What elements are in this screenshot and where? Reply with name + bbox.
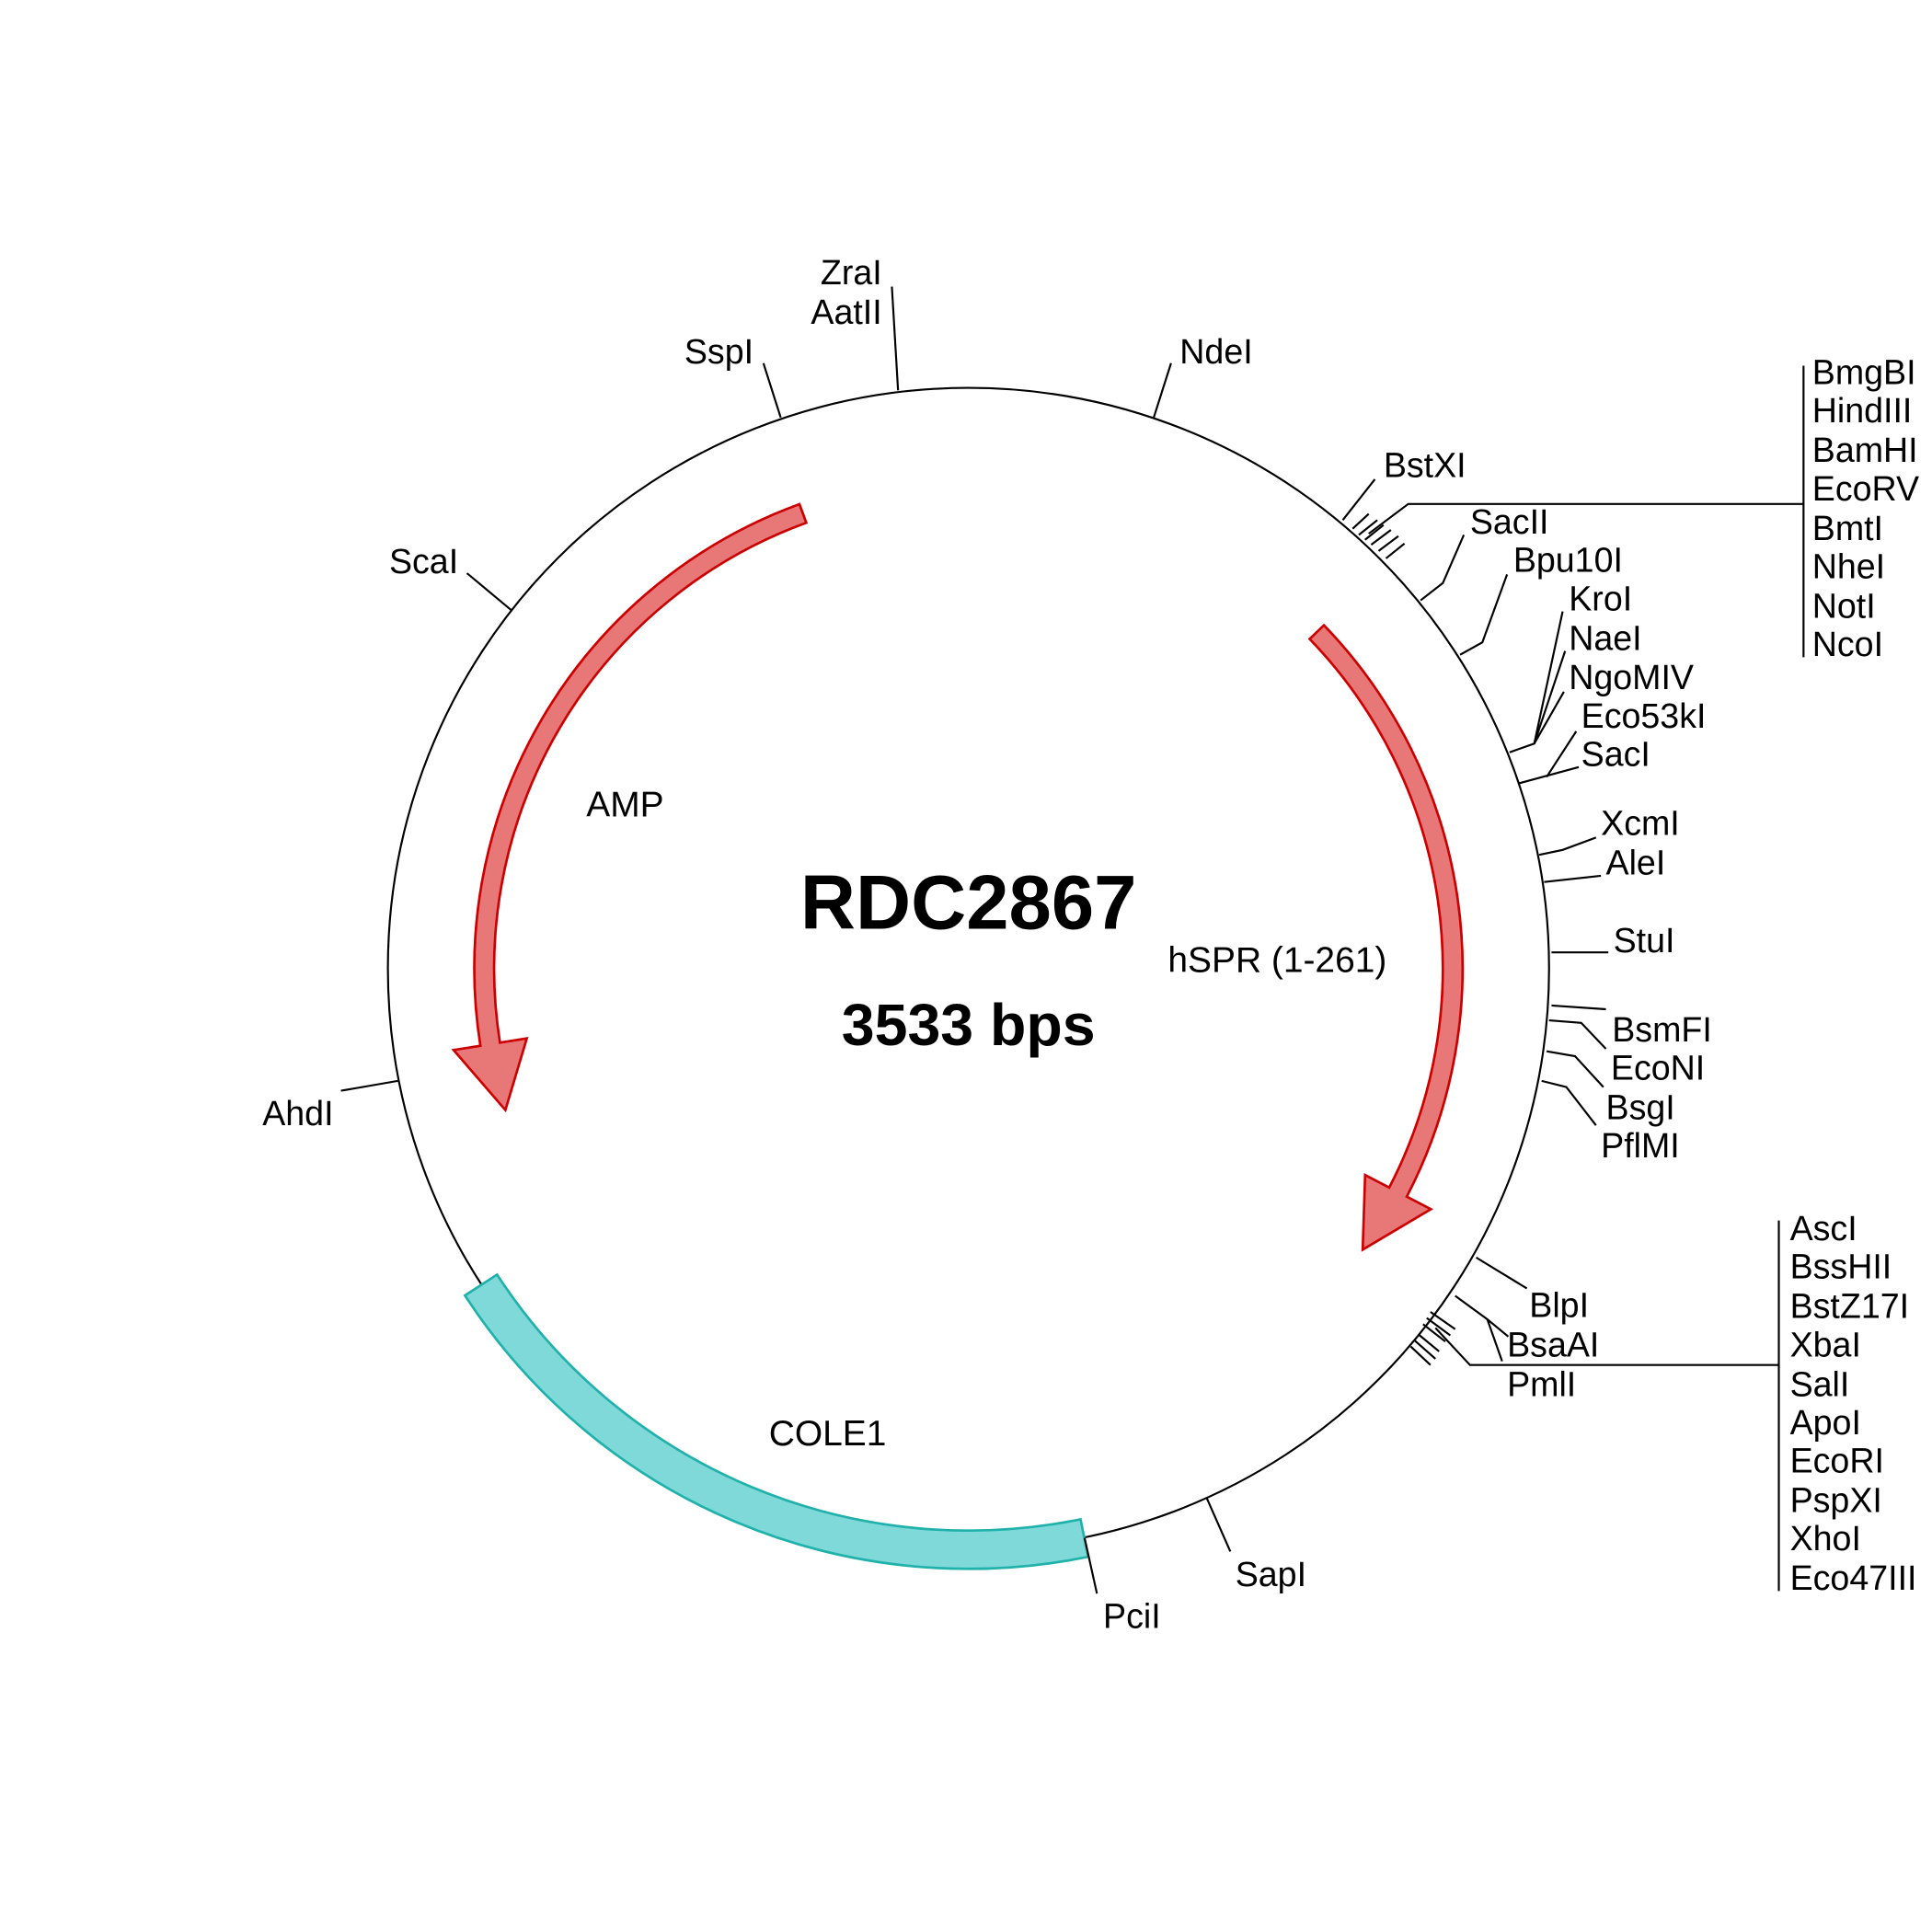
site-labels: ZraI AatII SspI NdeI BstXI BmgBI HindIII… (262, 253, 1919, 1636)
site-label[interactable]: EcoRV (1812, 469, 1919, 508)
site-label[interactable]: XhoI (1790, 1519, 1861, 1558)
amp-label: AMP (586, 786, 663, 825)
site-lines (340, 286, 1805, 1594)
site-label[interactable]: SalI (1790, 1364, 1850, 1403)
site-label[interactable]: BlpI (1529, 1285, 1589, 1324)
plasmid-size: 3533 bps (842, 992, 1096, 1058)
site-label[interactable]: EcoRI (1790, 1442, 1884, 1480)
site-label[interactable]: AscI (1790, 1209, 1857, 1248)
site-label[interactable]: XbaI (1790, 1325, 1861, 1363)
site-label[interactable]: KroI (1569, 579, 1632, 617)
site-label[interactable]: BmgBI (1812, 353, 1916, 392)
site-label[interactable]: ZraI (821, 253, 882, 292)
site-label[interactable]: BmtI (1812, 509, 1883, 547)
site-label[interactable]: NcoI (1812, 625, 1883, 663)
site-label[interactable]: SspI (684, 332, 753, 371)
cole1-label: COLE1 (769, 1414, 887, 1454)
site-label[interactable]: PmlI (1507, 1364, 1576, 1403)
site-label[interactable]: Bpu10I (1513, 541, 1623, 580)
site-label[interactable]: AhdI (262, 1094, 333, 1133)
site-label[interactable]: ScaI (389, 542, 458, 581)
site-label[interactable]: BstZ17I (1790, 1287, 1910, 1326)
amp-feature-arrow[interactable] (451, 502, 809, 1113)
site-label[interactable]: ApoI (1790, 1403, 1861, 1442)
site-label[interactable]: AatII (811, 293, 881, 331)
site-label[interactable]: NdeI (1179, 332, 1252, 371)
site-label[interactable]: SacII (1470, 502, 1549, 541)
hspr-label: hSPR (1-261) (1167, 941, 1386, 981)
site-label[interactable]: BsgI (1606, 1087, 1675, 1126)
plasmid-title: RDC2867 (800, 860, 1137, 946)
site-label[interactable]: NheI (1812, 546, 1885, 585)
cole1-feature-band[interactable] (463, 1272, 1090, 1570)
site-label[interactable]: BstXI (1384, 445, 1466, 484)
site-label[interactable]: Eco47III (1790, 1558, 1917, 1597)
site-label[interactable]: AleI (1606, 844, 1666, 882)
site-label[interactable]: StuI (1614, 921, 1675, 960)
site-label[interactable]: PflMI (1601, 1126, 1680, 1165)
site-label[interactable]: NgoMIV (1569, 658, 1694, 696)
site-label[interactable]: PspXI (1790, 1480, 1882, 1519)
site-label[interactable]: PciI (1103, 1597, 1161, 1636)
site-label[interactable]: NaeI (1569, 618, 1641, 657)
site-label[interactable]: EcoNI (1611, 1049, 1705, 1087)
site-label[interactable]: NotI (1812, 586, 1876, 625)
site-label[interactable]: BssHII (1790, 1248, 1892, 1286)
site-label[interactable]: XcmI (1601, 804, 1680, 843)
site-label[interactable]: HindIII (1812, 391, 1913, 430)
site-label[interactable]: SapI (1236, 1555, 1306, 1593)
site-label[interactable]: BsmFI (1612, 1010, 1712, 1049)
hspr-feature-arrow[interactable] (1307, 623, 1465, 1252)
site-label[interactable]: BamHI (1812, 431, 1918, 469)
site-label[interactable]: SacI (1581, 734, 1650, 773)
site-label[interactable]: BsaAI (1507, 1325, 1599, 1363)
site-label[interactable]: Eco53kI (1581, 696, 1707, 735)
